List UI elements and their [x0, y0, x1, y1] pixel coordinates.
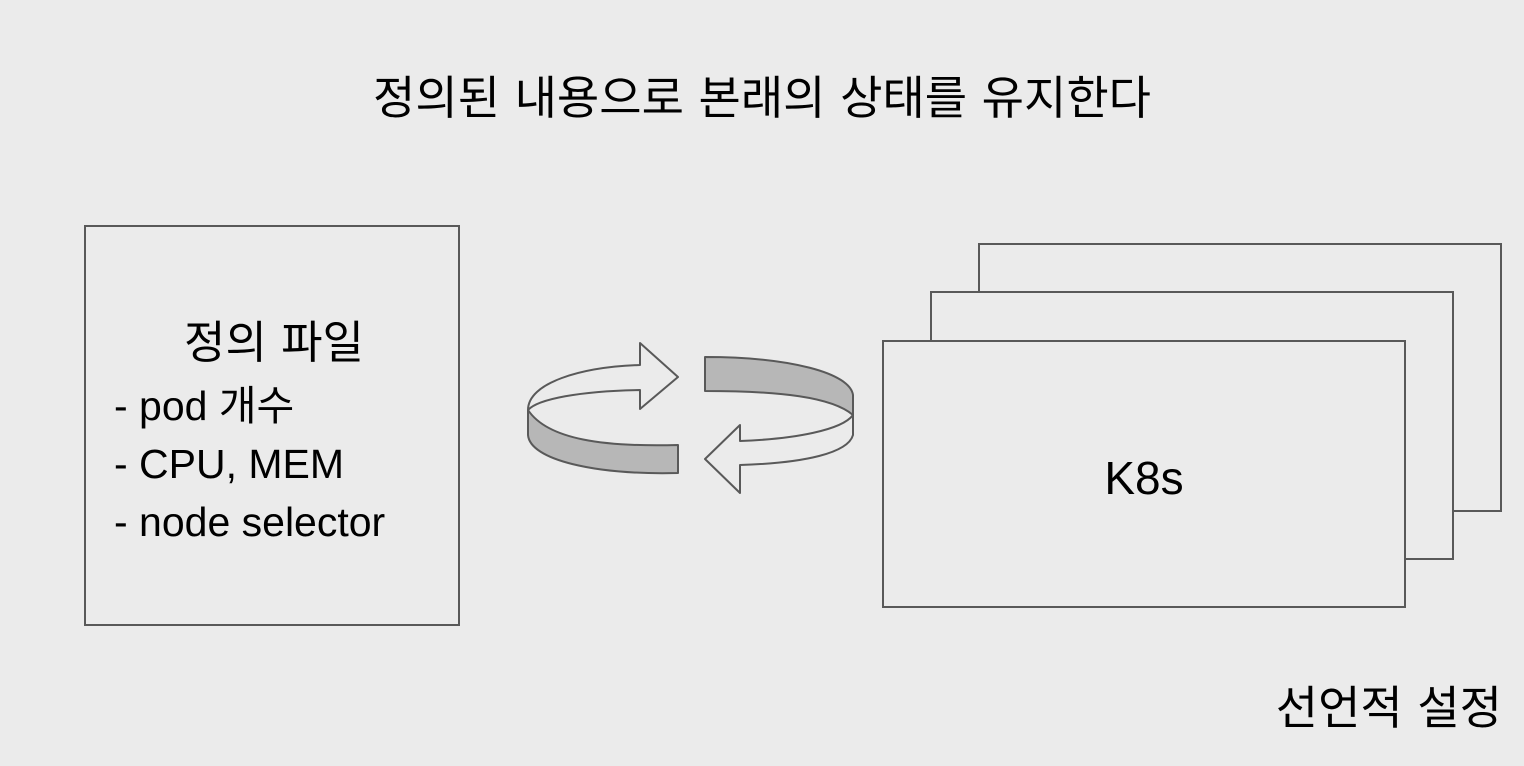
k8s-card-front: K8s — [882, 340, 1406, 608]
definition-file-title: 정의 파일 — [184, 316, 364, 369]
definition-item: - pod 개수 — [114, 383, 295, 429]
definition-item-list: - pod 개수 - CPU, MEM - node selector — [114, 377, 385, 551]
circular-arrows-icon — [527, 342, 854, 494]
cycle-arrow-bottom — [704, 414, 854, 494]
cycle-arrow-top — [527, 342, 679, 411]
definition-item: - CPU, MEM — [114, 441, 345, 487]
page-title: 정의된 내용으로 본래의 상태를 유지한다 — [373, 71, 1151, 125]
cycle-band-right — [704, 356, 854, 416]
cycle-band-left — [527, 409, 679, 475]
k8s-label: K8s — [1104, 452, 1184, 504]
declarative-config-caption: 선언적 설정 — [1275, 681, 1502, 735]
definition-item: - node selector — [114, 499, 386, 545]
definition-file-box: 정의 파일 - pod 개수 - CPU, MEM - node selecto… — [84, 225, 460, 626]
